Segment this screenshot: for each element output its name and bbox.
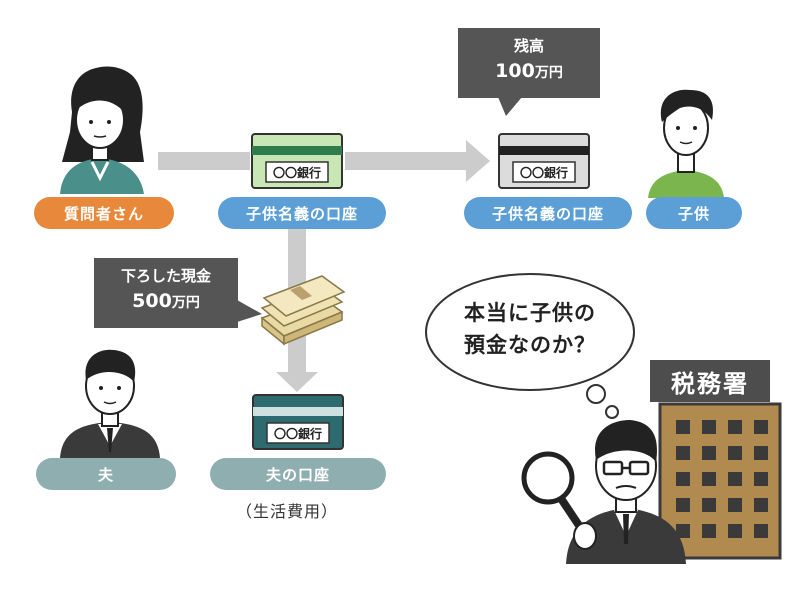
child-account-left-label: 子供名義の口座 — [218, 197, 386, 229]
bank-name-husband: 〇〇銀行 — [273, 426, 322, 441]
tax-office-building — [658, 402, 782, 560]
bank-name-left: 〇〇銀行 — [272, 165, 321, 180]
husband-account-label: 夫の口座 — [210, 458, 386, 490]
child-account-card-right — [498, 133, 590, 189]
balance-callout: 残高 100万円 — [458, 28, 600, 98]
child-account-card-left — [251, 133, 343, 189]
balance-amount: 100万円 — [495, 59, 563, 82]
thought-bubble-text: 本当に子供の 預金なのか？ — [440, 298, 620, 361]
child-illustration — [648, 89, 724, 198]
withdrawn-amount: 500万円 — [132, 289, 200, 312]
arrow-account-to-child-account — [345, 140, 490, 182]
living-expenses-note: （生活費用） — [236, 502, 339, 521]
husband-label: 夫 — [36, 458, 176, 490]
cash-stack-icon — [260, 275, 346, 346]
questioner-illustration — [60, 66, 144, 194]
magnifying-glass-icon — [521, 451, 597, 550]
child-account-right-label: 子供名義の口座 — [464, 197, 632, 229]
balance-label: 残高 — [513, 37, 544, 55]
arrow-questioner-to-account — [158, 152, 250, 170]
thought-line-1: 本当に子供の — [464, 301, 596, 325]
tax-office-sign: 税務署 — [650, 360, 770, 402]
husband-account-card — [252, 394, 344, 450]
thought-line-2: 預金なのか？ — [464, 332, 596, 357]
questioner-label: 質問者さん — [34, 197, 174, 229]
husband-illustration — [60, 349, 160, 458]
thought-bubble — [425, 273, 635, 431]
withdrawn-callout: 下ろした現金 500万円 — [94, 258, 238, 328]
child-label: 子供 — [646, 197, 742, 229]
bank-name-right: 〇〇銀行 — [519, 165, 568, 180]
tax-inspector-illustration — [566, 420, 686, 564]
withdrawn-label: 下ろした現金 — [120, 267, 211, 285]
